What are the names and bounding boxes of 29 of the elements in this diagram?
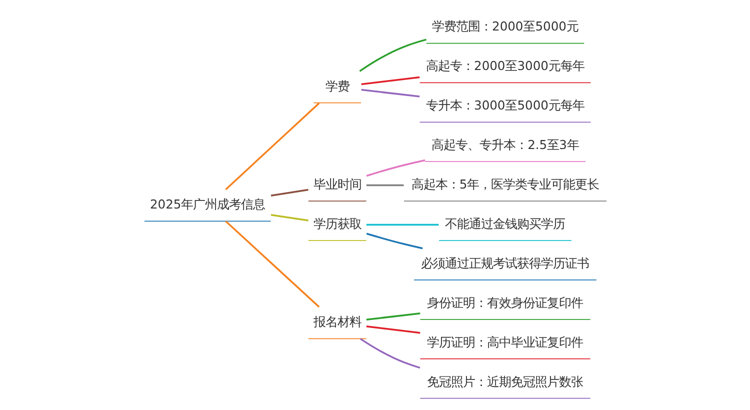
node-text: 免冠照片：近期免冠照片数张	[426, 374, 583, 389]
node-text: 不能通过金钱购买学历	[444, 216, 565, 231]
node-text: 专升本：3000至5000元每年	[426, 98, 584, 113]
node-text: 学费范围：2000至5000元	[432, 20, 578, 34]
connector	[270, 214, 308, 222]
connector	[360, 88, 420, 98]
node-text: 2025年广州成考信息	[150, 198, 265, 212]
node-text: 高起专：2000至3000元每年	[426, 59, 584, 74]
node-text: 必须通过正规考试获得学历证书	[420, 256, 589, 270]
connector	[366, 232, 422, 250]
connector	[366, 325, 420, 334]
node-text: 高起专、专升本：2.5至3年	[431, 138, 578, 152]
node-text: 学历证明：高中毕业证复印件	[426, 335, 583, 350]
node-text: 高起本：5年，医学类专业可能更长	[410, 178, 599, 192]
connector	[366, 184, 404, 186]
connector	[224, 220, 320, 308]
node-text: 身份证明：有效身份证复印件	[426, 296, 583, 310]
connector	[366, 159, 425, 177]
connector	[358, 38, 426, 72]
node-text: 学历获取	[312, 216, 361, 231]
connector	[359, 338, 420, 369]
node-text: 报名材料	[312, 315, 361, 330]
connector	[224, 102, 320, 190]
connector	[366, 312, 420, 321]
node-text: 学费	[324, 79, 349, 94]
node-text: 毕业时间	[312, 178, 361, 192]
connector	[366, 224, 438, 226]
connector	[360, 76, 420, 86]
connector	[270, 188, 308, 196]
